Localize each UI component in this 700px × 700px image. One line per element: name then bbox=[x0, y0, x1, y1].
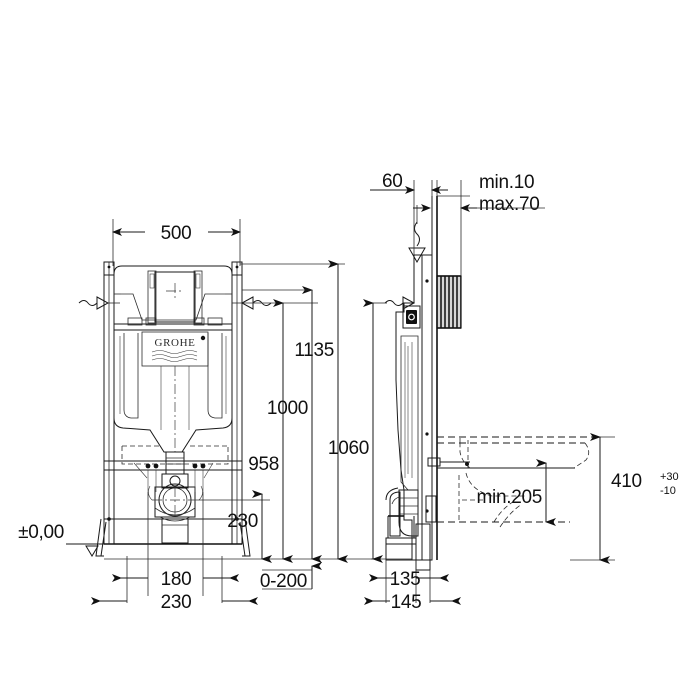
dim-145-label: 145 bbox=[391, 592, 422, 613]
dim-230-base-label: 230 bbox=[161, 592, 192, 613]
dim-min-205-group: min.205 bbox=[477, 459, 556, 526]
side-foot bbox=[415, 523, 431, 571]
wall-mount-block bbox=[436, 275, 462, 329]
dim-410-group: 410 +30 -10 bbox=[570, 433, 679, 564]
dim-135-label: 135 bbox=[390, 569, 421, 590]
dim-max-70-label: max.70 bbox=[479, 194, 540, 215]
dim-min-205-label: min.205 bbox=[477, 487, 543, 508]
dim-958-label: 958 bbox=[248, 454, 279, 475]
tol-plus-30-label: +30 bbox=[660, 471, 679, 483]
dim-0-200-label: 0-200 bbox=[260, 571, 307, 592]
dim-1060-label: 1060 bbox=[328, 438, 369, 459]
dim-60-label: 60 bbox=[382, 171, 403, 192]
tol-minus-10-label: -10 bbox=[660, 485, 676, 497]
grohe-logo-badge: GROHE bbox=[141, 331, 209, 367]
datum-marker: ±0,00 bbox=[18, 522, 114, 557]
dim-1135-label: 1135 bbox=[294, 340, 334, 361]
side-view-group: 60 min.10 max.70 1060 410 +30 -1 bbox=[328, 171, 679, 613]
side-base-dimensions: 135 145 bbox=[364, 560, 461, 613]
stud-right-b bbox=[200, 463, 206, 469]
dim-180-label: 180 bbox=[161, 569, 192, 590]
dim-1060-group: 1060 bbox=[328, 299, 412, 563]
actuator-side bbox=[402, 305, 421, 329]
grohe-wordmark: GROHE bbox=[155, 337, 196, 349]
side-frame-profile bbox=[371, 205, 433, 571]
front-vertical-dimensions: 230 958 1000 1135 bbox=[104, 260, 380, 563]
actuator-opening bbox=[154, 271, 196, 323]
dim-230-outlet-label: 230 bbox=[227, 511, 258, 532]
flush-pipe-assembly bbox=[121, 445, 229, 544]
side-top-dimensions: 60 min.10 max.70 bbox=[370, 171, 545, 276]
dim-410-label: 410 bbox=[611, 471, 642, 492]
outlet-connector bbox=[152, 483, 198, 518]
dim-min-10-label: min.10 bbox=[479, 172, 534, 193]
dim-500-label: 500 bbox=[161, 223, 192, 244]
front-base-dimensions: 180 230 0-200 bbox=[91, 492, 322, 613]
stud-left-a bbox=[145, 463, 151, 469]
datum-triangle-icon bbox=[85, 545, 99, 557]
datum-label: ±0,00 bbox=[18, 522, 64, 543]
registered-mark-icon bbox=[200, 335, 206, 341]
dim-1000-label: 1000 bbox=[267, 398, 308, 419]
stud-right-a bbox=[192, 463, 198, 469]
stud-left-b bbox=[153, 463, 159, 469]
dim-500-group: 500 bbox=[112, 219, 241, 266]
front-view-group: GROHE bbox=[18, 219, 380, 613]
cistern-body: GROHE bbox=[113, 265, 233, 453]
recess-outline bbox=[121, 446, 229, 465]
break-symbol-left bbox=[78, 296, 120, 310]
waste-stub bbox=[161, 518, 189, 544]
